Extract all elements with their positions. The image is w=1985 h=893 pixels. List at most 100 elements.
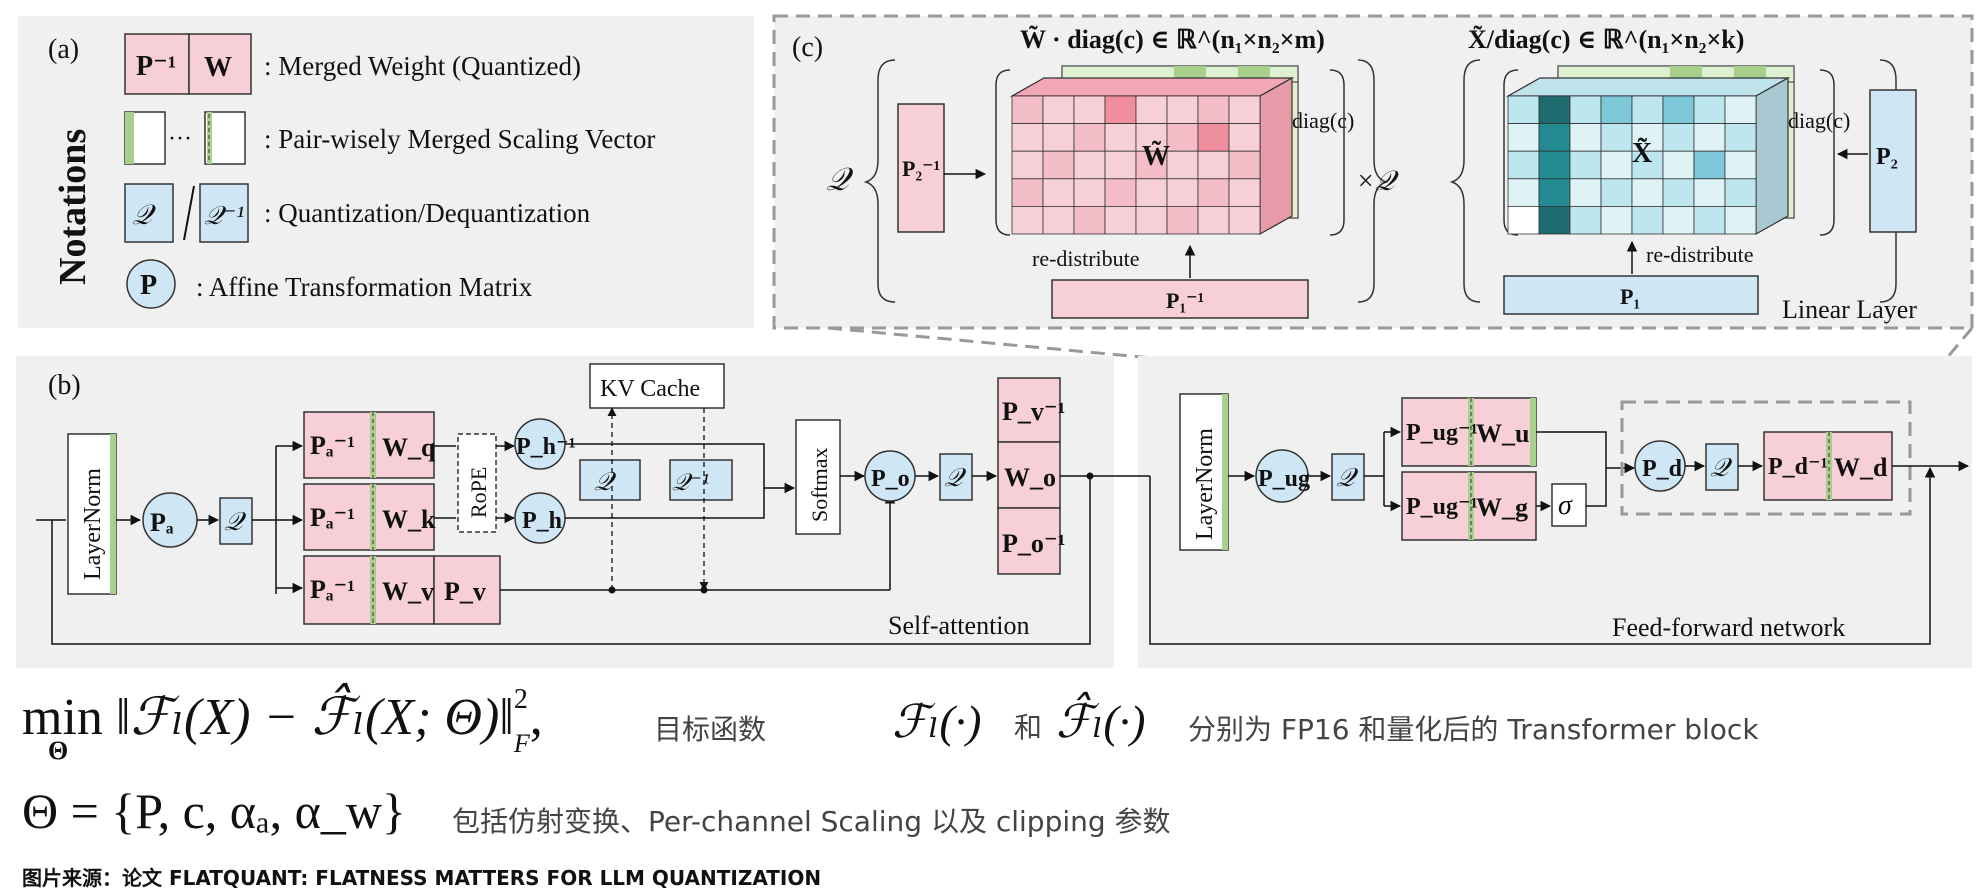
tensor-cell [1724,150,1757,180]
x-redistribute: re-distribute [1646,242,1754,267]
tensor-cell [1569,123,1602,152]
tensor-cell [1166,95,1199,125]
kv-quant: 𝒬 [594,467,617,496]
tensor-cell [1600,123,1633,152]
tensor-cell [1197,205,1230,235]
tensor-cell [1538,150,1571,180]
tensor-cell [1631,205,1664,235]
tensor-cell [1507,150,1540,180]
dequant-symbol: 𝒬⁻¹ [204,201,244,230]
tensor-cell [1631,178,1664,207]
wv-pa-inv: Pₐ⁻¹ [310,575,355,604]
ffn-label: Feed-forward network [1612,613,1845,642]
panel-c-label: (c) [792,32,823,63]
self-attention-label: Self-attention [888,611,1030,640]
objective-sup: 2 [513,684,528,715]
w-title: W̃ · diag(c) ∈ ℝ^(n₁×n₂×m) [1020,25,1325,54]
wu-pug-inv: P_ug⁻¹ [1406,420,1478,446]
pa-circle: Pₐ [150,508,174,537]
tensor-cell [1042,123,1075,152]
w-diag-c: diag(c) [1292,108,1354,133]
rope: RoPE [466,467,491,518]
x-tilde: X̃ [1632,138,1652,169]
notations-title: Notations [52,129,94,285]
tensor-cell [1569,178,1602,207]
f-desc-label: 分别为 FP16 和量化后的 Transformer block [1188,713,1759,746]
tensor-cell [1724,95,1757,125]
tensor-cell [1662,205,1695,235]
image-source: 图片来源：论文 FLATQUANT: FLATNESS MATTERS FOR … [22,866,822,890]
tensor-cell [1166,123,1199,152]
tensor-cell [1073,95,1106,125]
pv-inv: P_v⁻¹ [1002,397,1065,426]
p2: P₂ [1876,144,1898,170]
self-attention-panel: (b) LayerNorm Pₐ 𝒬 Pₐ⁻¹ W_q Pₐ⁻¹ W_k [16,356,1114,668]
tensor-cell [1600,178,1633,207]
tensor-cell [1011,178,1044,207]
w-tensor-grid [1011,95,1261,235]
tensor-cell [1042,95,1075,125]
tensor-cell [1693,95,1726,125]
tensor-cell [1662,178,1695,207]
wk-pa-inv: Pₐ⁻¹ [310,503,355,532]
wk: W_k [382,505,436,534]
scaling-vector-desc: : Pair-wisely Merged Scaling Vector [264,124,655,154]
tensor-cell [1135,123,1168,152]
tensor-cell [1569,95,1602,125]
tensor-cell [1569,150,1602,180]
tensor-cell [1104,205,1137,235]
tensor-cell [1507,178,1540,207]
tensor-cell [1228,123,1261,152]
attn-out-quant: 𝒬 [944,463,967,492]
tensor-cell [1600,205,1633,235]
tensor-cell [1011,123,1044,152]
pd-circle: P_d [1642,456,1683,482]
wq: W_q [382,433,436,462]
and-label: 和 [1014,711,1043,744]
linear-layer-label: Linear Layer [1782,295,1917,324]
wu: W_u [1476,419,1529,448]
tensor-cell [1228,95,1261,125]
tensor-cell [1104,95,1137,125]
tensor-cell [1166,178,1199,207]
tensor-cell [1228,150,1261,180]
merged-weight-desc: : Merged Weight (Quantized) [264,51,581,81]
merged-weight-w: W [204,52,232,83]
ffn-layernorm: LayerNorm [1192,428,1218,540]
tensor-cell [1569,205,1602,235]
softmax: Softmax [807,447,832,522]
tensor-cell [1693,123,1726,152]
tensor-cell [1693,178,1726,207]
affine-p: P [140,270,157,301]
objective-label: 目标函数 [654,713,767,746]
ph-inv: P_h⁻¹ [516,434,576,460]
tensor-cell [1135,150,1168,180]
tensor-cell [1042,205,1075,235]
tensor-cell [1197,95,1230,125]
theta-desc-label: 包括仿射变换、Per-channel Scaling 以及 clipping 参… [452,805,1171,838]
pd-inv: P_d⁻¹ [1768,454,1828,480]
wg-pug-inv: P_ug⁻¹ [1406,494,1478,520]
wg: W_g [1476,493,1528,522]
tensor-cell [1507,123,1540,152]
po-inv: P_o⁻¹ [1002,529,1065,558]
notations-panel: (a) Notations P⁻¹ W : Merged Weight (Qua… [18,16,754,328]
p1: P₁ [1620,284,1640,309]
tensor-cell [1135,178,1168,207]
tensor-cell [1011,95,1044,125]
tensor-cell [1135,205,1168,235]
tensor-cell [1104,150,1137,180]
tensor-cell [1166,205,1199,235]
pug-circle: P_ug [1258,466,1310,492]
tensor-cell [1011,150,1044,180]
objective-formula: min Θ ‖ℱₗ(X) − ℱ̂ₗ(X; Θ)‖2F, [22,684,543,765]
x-tensor-grid [1507,95,1757,235]
x-title: X̃/diag(c) ∈ ℝ^(n₁×n₂×k) [1468,25,1744,54]
tensor-cell [1073,123,1106,152]
tensor-cell [1724,178,1757,207]
tensor-cell [1724,123,1757,152]
ffn-quant: 𝒬 [1336,463,1359,492]
tensor-cell [1538,205,1571,235]
objective-sub: F [513,729,530,758]
tensor-cell [1600,150,1633,180]
